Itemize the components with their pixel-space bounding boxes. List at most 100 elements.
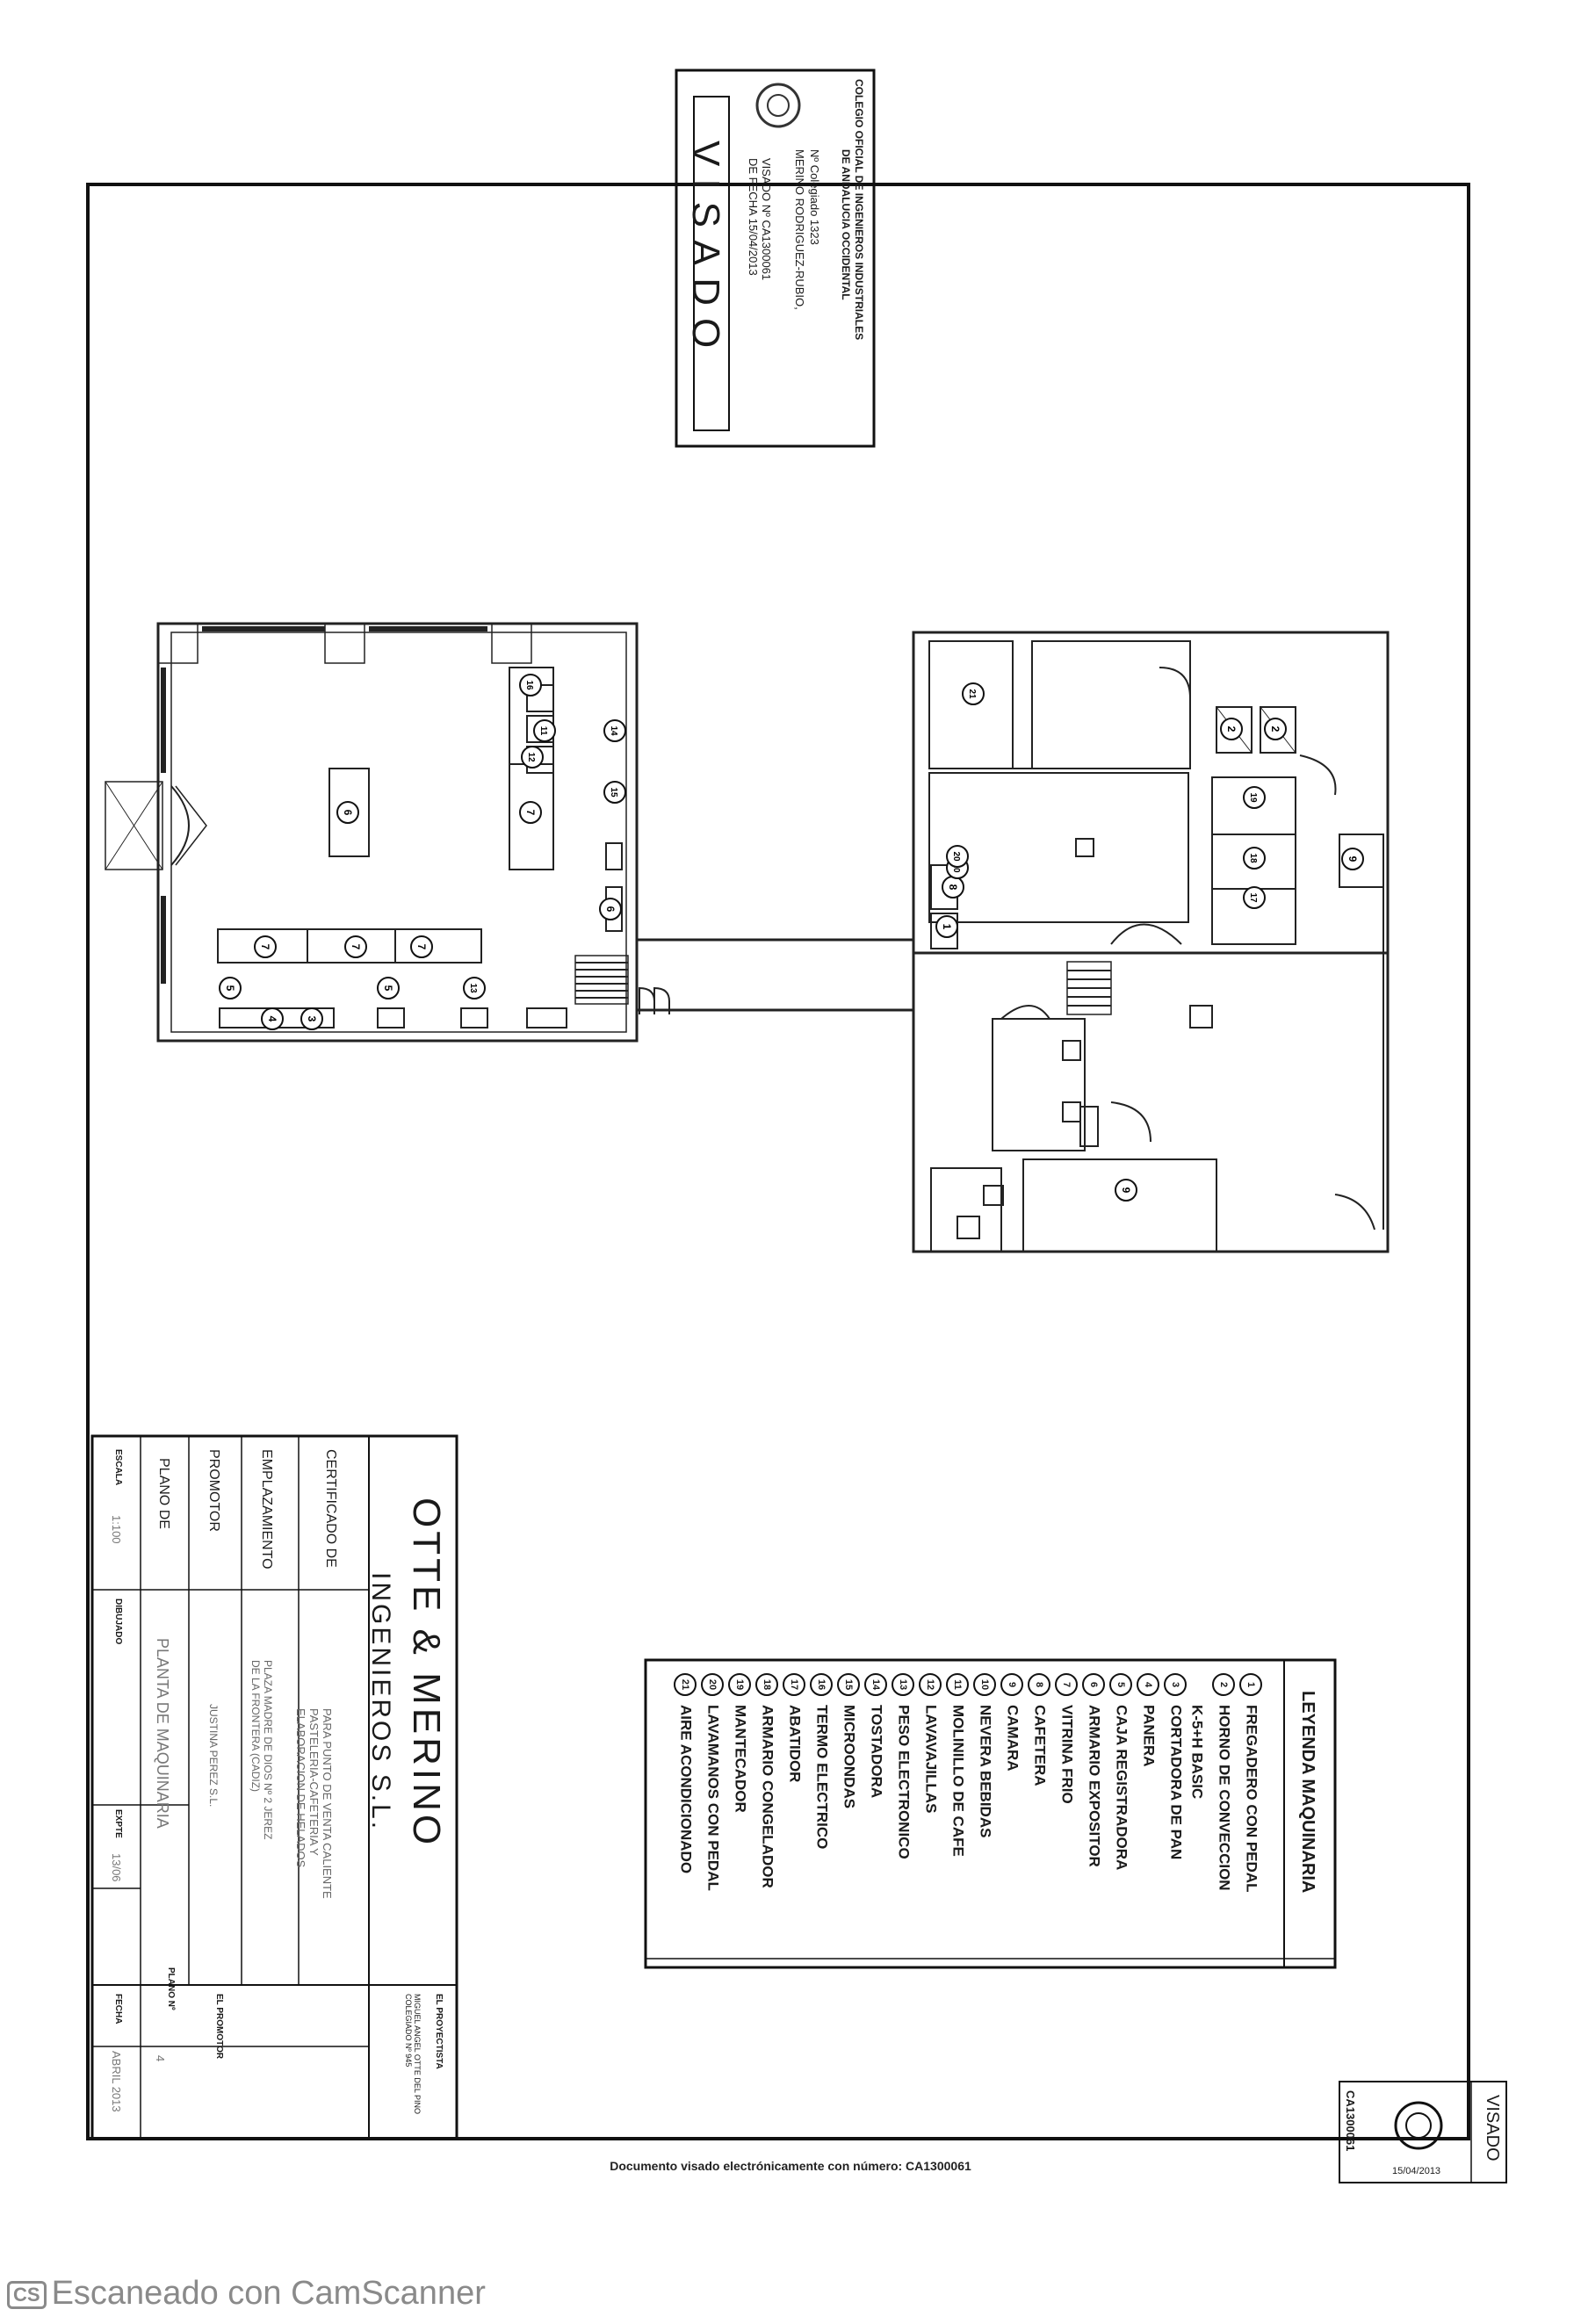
legend-item-number: 3: [1164, 1673, 1187, 1696]
legend-item-label: TERMO ELECTRICO: [813, 1705, 831, 1850]
legend-item-label: CAFETERA: [1031, 1705, 1049, 1786]
equipment-marker: [1341, 848, 1364, 870]
equipment-marker-label: 9: [1120, 1187, 1132, 1194]
equipment-marker-label: 5: [382, 985, 394, 992]
equipment-marker-label: 10: [951, 862, 961, 873]
legend-item-number: 7: [1055, 1673, 1078, 1696]
equipment-marker-label: 19: [1248, 792, 1258, 803]
legend-item-label: LAVAVAJILLAS: [922, 1705, 940, 1814]
college-seal-icon: [755, 83, 801, 128]
equipment-marker: [463, 977, 486, 1000]
visado-stamp-bottom: [1339, 2081, 1507, 2183]
equipment-marker: [521, 746, 544, 769]
legend-item: 21AIRE ACONDICIONADO: [674, 1673, 697, 1873]
fecha-label: FECHA: [113, 1994, 123, 2024]
floor-plan: [105, 622, 1390, 1253]
legend-item: 4PANERA: [1137, 1673, 1159, 1767]
equipment-marker-label: 20: [951, 851, 961, 862]
equipment-marker-label: 16: [524, 680, 534, 690]
equipment-marker: [1220, 718, 1243, 740]
legend-item-number: [1185, 1673, 1208, 1696]
equipment-marker: [1243, 886, 1266, 909]
legend-item-number: 12: [919, 1673, 942, 1696]
legend-item-number: 13: [892, 1673, 914, 1696]
legend-item-number: 9: [1000, 1673, 1023, 1696]
company-name: OTTE & MERINO: [405, 1498, 448, 1849]
legend-item: 9CAMARA: [1000, 1673, 1023, 1772]
legend-item-number: 16: [810, 1673, 833, 1696]
legend-item-label: MICROONDAS: [841, 1705, 858, 1809]
equipment-marker-label: 11: [538, 726, 548, 736]
stairs-right: [1066, 961, 1112, 1015]
equipment-marker-label: 7: [415, 944, 428, 950]
equipment-marker: [300, 1007, 323, 1030]
legend-item-number: 2: [1212, 1673, 1235, 1696]
certificado-label: CERTIFICADO DE: [323, 1449, 338, 1568]
equipment-marker-label: 12: [526, 752, 536, 762]
legend-item: K-5+H BASIC: [1185, 1673, 1208, 1799]
stamp-top-visado-num: VISADO Nº CA1300061: [760, 158, 773, 281]
stairs-left: [574, 955, 629, 1005]
legend-item: 20LAVAMANOS CON PEDAL: [701, 1673, 724, 1891]
equipment-marker: [519, 674, 542, 696]
legend-item-number: 5: [1109, 1673, 1132, 1696]
equipment-marker-label: 4: [266, 1016, 278, 1022]
legend-item: 2HORNO DE CONVECCION: [1212, 1673, 1235, 1891]
legend-item-label: HORNO DE CONVECCION: [1216, 1705, 1233, 1891]
equipment-marker: [533, 719, 556, 742]
equipment-marker: [344, 935, 367, 958]
expte-value: 13/06: [110, 1853, 123, 1882]
legend-item-label: MANTECADOR: [732, 1705, 749, 1813]
camscanner-logo-icon: CS: [7, 2280, 47, 2309]
equipment-marker-label: 14: [609, 725, 618, 736]
legend-item-label: CAJA REGISTRADORA: [1113, 1705, 1130, 1871]
visado-footer-text: Documento visado electrónicamente con nú…: [610, 2159, 971, 2173]
legend-item-number: 21: [674, 1673, 697, 1696]
legend-item-number: 6: [1082, 1673, 1105, 1696]
legend-box: [644, 1658, 1337, 1969]
equipment-marker-label: 6: [342, 810, 354, 816]
equipment-marker-label: 6: [604, 906, 617, 913]
legend-item-number: 15: [837, 1673, 860, 1696]
equipment-marker-label: 5: [224, 985, 236, 992]
stamp-top-org: COLEGIO OFICIAL DE INGENIEROS INDUSTRIAL…: [853, 79, 865, 341]
equipment-marker: [603, 719, 626, 742]
equipment-marker: [254, 935, 277, 958]
equipment-marker: [336, 801, 359, 824]
legend-item-label: CAMARA: [1004, 1705, 1022, 1772]
equipment-marker-label: 15: [609, 787, 618, 798]
legend-item: 11MOLINILLO DE CAFE: [946, 1673, 969, 1857]
expte-label: EXPTE: [113, 1809, 123, 1838]
legend-item-label: ARMARIO EXPOSITOR: [1086, 1705, 1103, 1867]
stamp-top-colegiado: Nº Colegiado 1323: [808, 149, 821, 245]
equipment-marker: [599, 898, 622, 920]
equipment-marker-label: 17: [1248, 892, 1258, 903]
legend-item: 6ARMARIO EXPOSITOR: [1082, 1673, 1105, 1867]
legend-item-label: PANERA: [1140, 1705, 1158, 1767]
camscanner-label: Escaneado con CamScanner: [51, 2275, 486, 2312]
legend-item-number: 14: [864, 1673, 887, 1696]
legend-item: 12LAVAVAJILLAS: [919, 1673, 942, 1813]
legend-item: 17ABATIDOR: [783, 1673, 805, 1782]
equipment-marker: [219, 977, 242, 1000]
equipment-marker: [935, 915, 958, 938]
equipment-marker: [1243, 847, 1266, 870]
legend-item-label: CORTADORA DE PAN: [1167, 1705, 1185, 1860]
equipment-marker: [603, 781, 626, 804]
stamp-top-org2: DE ANDALUCIA OCCIDENTAL: [840, 149, 852, 300]
legend-item-number: 11: [946, 1673, 969, 1696]
promotor-label: PROMOTOR: [206, 1449, 221, 1532]
equipment-marker-label: 9: [1346, 856, 1359, 862]
legend-item: 5CAJA REGISTRADORA: [1109, 1673, 1132, 1870]
legend-item: 7VITRINA FRIO: [1055, 1673, 1078, 1804]
equipment-marker: [519, 801, 542, 824]
equipment-marker-label: 2: [1269, 726, 1281, 733]
emplazamiento-label: EMPLAZAMIENTO: [259, 1449, 274, 1570]
plano-n-value: 4: [154, 2055, 167, 2062]
legend-item-label: NEVERA BEBIDAS: [977, 1705, 994, 1838]
legend-item-label: LAVAMANOS CON PEDAL: [704, 1705, 722, 1891]
legend-item: 8CAFETERA: [1028, 1673, 1050, 1786]
legend-item: 14TOSTADORA: [864, 1673, 887, 1798]
